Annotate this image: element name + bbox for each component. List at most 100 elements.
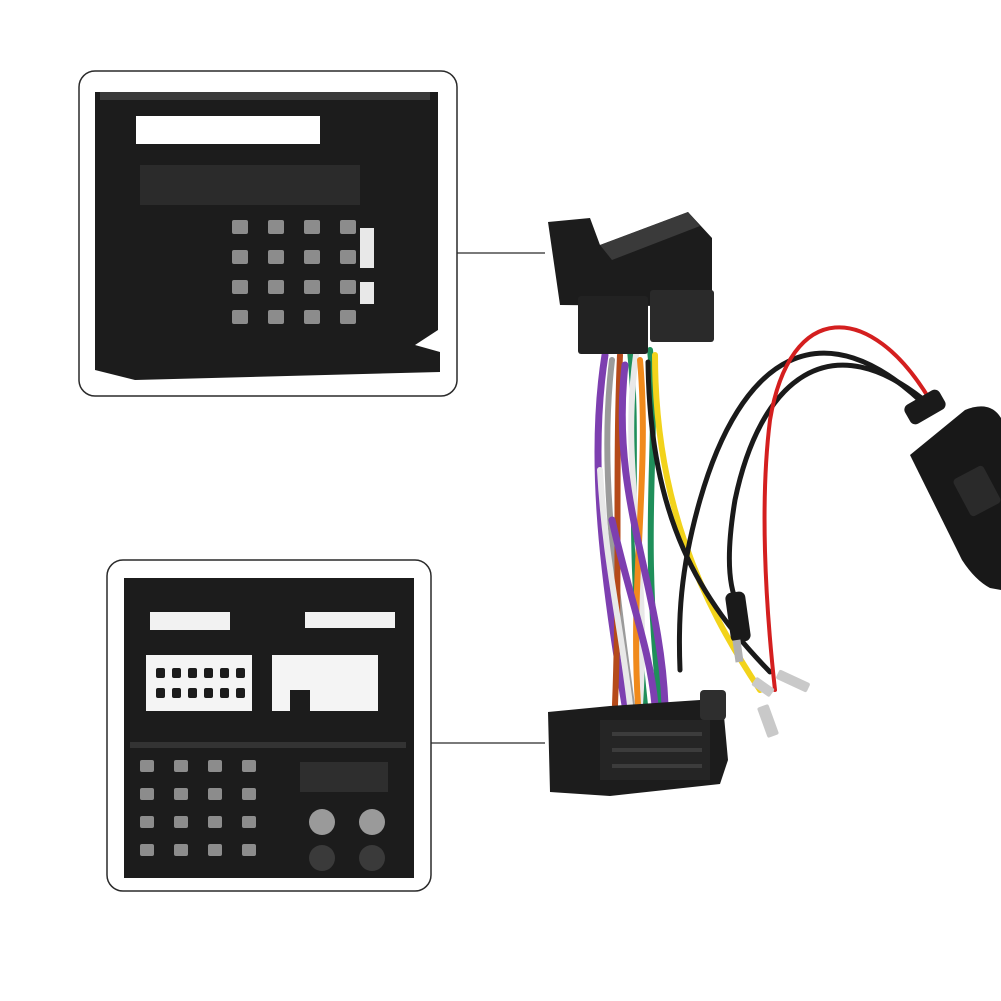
spade-terminals (751, 669, 810, 738)
front-lower-pin-grid (140, 760, 256, 856)
front-pin (174, 760, 188, 772)
bottom-connector-clip (700, 690, 726, 720)
white-block-pin (156, 688, 165, 698)
rear-pin (340, 310, 356, 324)
rear-pin (232, 250, 248, 264)
bottom-connector-ribs-3 (612, 764, 702, 768)
spade-terminal-3 (751, 677, 775, 697)
front-pin (242, 816, 256, 828)
top-connector (548, 212, 714, 354)
front-pin (140, 816, 154, 828)
rear-pin (268, 220, 284, 234)
rear-pin (232, 280, 248, 294)
front-round-port-3 (309, 845, 335, 871)
bottom-callout-panel (106, 559, 432, 892)
top-connector-lower-left (578, 296, 648, 354)
front-pin (174, 844, 188, 856)
rear-connector-housing (95, 92, 440, 380)
bluetooth-module (904, 389, 1001, 590)
rear-pin (268, 280, 284, 294)
white-block-pin (156, 668, 165, 678)
front-pin (174, 816, 188, 828)
wire-orange-1 (633, 357, 646, 708)
front-pin (208, 760, 222, 772)
wire-purple-3 (608, 516, 659, 709)
front-pin (242, 788, 256, 800)
wire-purple-2 (618, 361, 669, 709)
rear-pin (304, 250, 320, 264)
wire-green-2 (647, 347, 663, 708)
top-connector-highlight (600, 212, 700, 260)
bottom-connector-ribs (612, 732, 702, 736)
aux-black-wire-1 (676, 350, 933, 673)
rear-connector-latch-1 (360, 228, 374, 268)
front-pin (208, 788, 222, 800)
bt-strain-relief (904, 389, 946, 425)
front-connector-label-strip-2 (305, 612, 395, 628)
aux-red-wire (762, 325, 932, 692)
rear-connector-latch-2 (360, 282, 374, 304)
front-connector-divider (130, 742, 406, 748)
rear-connector-slot (136, 116, 320, 144)
front-connector-white-block-right (272, 655, 378, 711)
front-connector-label-strip (150, 612, 230, 630)
top-connector-lower-right (650, 290, 714, 342)
white-block-pin (236, 688, 245, 698)
spade-terminal-1 (776, 669, 810, 693)
aux-black-wire-2 (726, 362, 933, 608)
front-connector-window (300, 762, 388, 792)
front-pin (174, 788, 188, 800)
aux-cable (676, 325, 933, 692)
rear-pin (232, 220, 248, 234)
white-block-pin (172, 688, 181, 698)
rear-pin (304, 310, 320, 324)
rear-connector-ridge (140, 165, 360, 205)
rear-pin (340, 220, 356, 234)
rear-pin (232, 310, 248, 324)
front-pin (208, 816, 222, 828)
rear-pin-grid (232, 220, 356, 324)
white-block-pin (220, 668, 229, 678)
wire-white-2 (597, 467, 633, 708)
rear-connector-top-strip (100, 92, 430, 100)
bottom-connector (548, 690, 728, 796)
white-block-pin (204, 668, 213, 678)
white-block-pin (188, 688, 197, 698)
front-pin (242, 760, 256, 772)
front-round-port-4 (359, 845, 385, 871)
top-callout-panel (78, 70, 458, 397)
white-block-pin (236, 668, 245, 678)
front-pin (140, 760, 154, 772)
white-block-pin (204, 688, 213, 698)
white-block-pin (172, 668, 181, 678)
aux-jack-tip (732, 639, 744, 663)
spade-terminal-2 (757, 704, 779, 738)
white-block-pin (220, 688, 229, 698)
aux-jack-body (725, 591, 751, 643)
connector-front-icon (124, 578, 414, 878)
rear-pin (340, 250, 356, 264)
front-white-block-pins (156, 668, 245, 698)
bt-module-label (953, 465, 1001, 517)
front-pin (208, 844, 222, 856)
front-round-port-1 (309, 809, 335, 835)
wire-brown-1 (612, 352, 623, 708)
front-pin (242, 844, 256, 856)
bt-module-body (910, 406, 1001, 590)
connector-rear-icon (95, 92, 440, 380)
wire-black-1 (645, 359, 773, 675)
bottom-connector-ribs-2 (612, 748, 702, 752)
front-connector-notch (290, 690, 310, 711)
rear-pin (268, 250, 284, 264)
front-pin (140, 788, 154, 800)
white-block-pin (188, 668, 197, 678)
rear-pin (340, 280, 356, 294)
rear-pin (268, 310, 284, 324)
front-connector-white-block-left (146, 655, 252, 711)
rear-pin (304, 280, 320, 294)
rear-pin (304, 220, 320, 234)
front-pin (140, 844, 154, 856)
front-round-port-2 (359, 809, 385, 835)
